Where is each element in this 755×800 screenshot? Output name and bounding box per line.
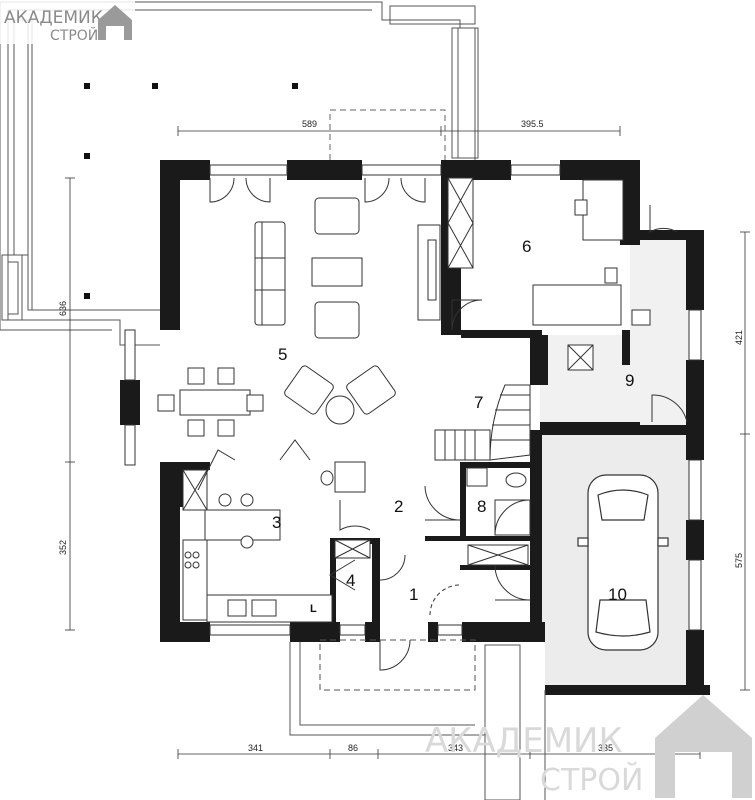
- room-10-label: 10: [608, 585, 627, 604]
- windows: [124, 164, 702, 636]
- brand-watermark-line2: СТРОЙ: [540, 762, 643, 798]
- dim-left-lower: 352: [58, 540, 68, 555]
- brand-watermark: АКАДЕМИК СТРОЙ: [425, 695, 752, 798]
- utility-floor: [540, 232, 690, 425]
- dim-top-right: 395.5: [521, 119, 544, 129]
- room-2-label: 2: [394, 497, 403, 516]
- brand-house-icon: [98, 5, 132, 40]
- terrace-posts: [84, 83, 298, 299]
- study-furniture: [532, 179, 624, 326]
- brand-watermark-line1: АКАДЕМИК: [425, 721, 623, 761]
- bathroom-fixtures: [466, 309, 651, 536]
- room-9-label: 9: [625, 371, 634, 390]
- room-4-label: 4: [346, 571, 355, 590]
- room-1-label: 1: [409, 585, 418, 604]
- brand-logo-top: АКАДЕМИК СТРОЙ: [0, 0, 135, 44]
- dim-right-lower: 575: [734, 553, 744, 568]
- dining-table: [157, 367, 264, 437]
- dim-bottom-4: 335: [598, 743, 613, 753]
- doors: [209, 177, 688, 671]
- dim-bottom-3: 343: [448, 743, 463, 753]
- living-furniture: [254, 197, 441, 425]
- room-5-label: 5: [278, 345, 287, 364]
- dim-bottom-1: 341: [248, 743, 263, 753]
- brand-logo-top-line1: АКАДЕМИК: [4, 8, 103, 28]
- kitchen-L-label: L: [310, 603, 317, 615]
- entry-porch: [289, 639, 546, 800]
- room-3-label: 3: [272, 513, 281, 532]
- dimension-lines: [65, 126, 750, 759]
- roof-overhang-top: [329, 109, 446, 160]
- dim-right-upper: 421: [734, 330, 744, 345]
- brand-logo-top-line2: СТРОЙ: [50, 26, 98, 44]
- storage: [447, 177, 594, 566]
- entrance-arrows: [197, 439, 356, 591]
- dim-bottom-2: 86: [348, 743, 358, 753]
- brand-watermark-house-icon: [655, 695, 752, 798]
- dim-top-left: 589: [302, 119, 317, 129]
- room-6-label: 6: [522, 237, 531, 256]
- room-8-label: 8: [477, 497, 486, 516]
- kitchen-furniture: [182, 461, 371, 623]
- car: [577, 474, 669, 651]
- room-7-label: 7: [474, 393, 483, 412]
- dim-left-upper: 636: [58, 301, 68, 316]
- stairs: [434, 384, 531, 461]
